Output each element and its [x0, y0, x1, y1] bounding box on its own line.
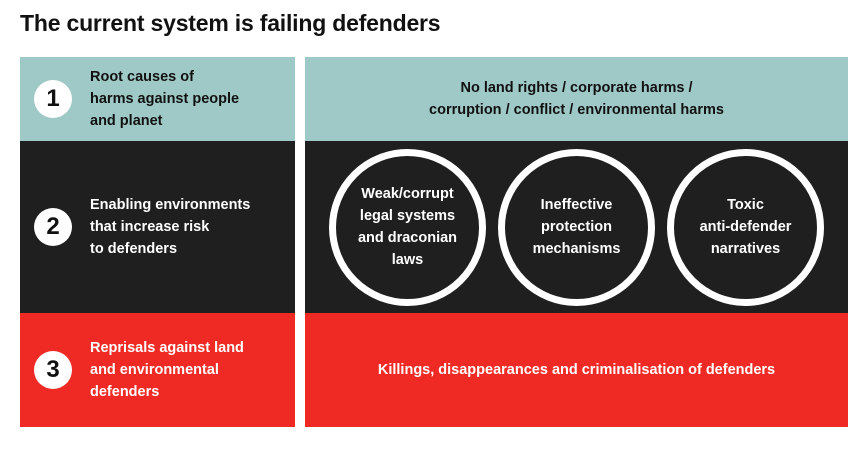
factor-circle-narratives: Toxic anti-defender narratives — [667, 148, 824, 306]
row-1-label: Root causes of harms against people and … — [90, 69, 240, 129]
page-title: The current system is failing defenders — [20, 10, 441, 36]
row-3-label-cell: 3 Reprisals against land and environment… — [20, 313, 295, 427]
step-number-badge: 1 — [34, 80, 72, 118]
row-1-detail-cell: No land rights / corporate harms / corru… — [305, 57, 848, 141]
row-3-detail: Killings, disappearances and criminalisa… — [377, 362, 776, 378]
step-number-badge: 3 — [34, 351, 72, 389]
row-1-detail: No land rights / corporate harms / corru… — [429, 80, 724, 118]
step-number-badge: 2 — [34, 208, 72, 246]
row-2-label: Enabling environments that increase risk… — [90, 197, 251, 257]
row-3-detail-cell: Killings, disappearances and criminalisa… — [305, 313, 848, 427]
row-2-label-cell: 2 Enabling environments that increase ri… — [20, 141, 295, 313]
row-3-label: Reprisals against land and environmental… — [90, 340, 244, 400]
factor-circle-legal-systems: Weak/corrupt legal systems and draconian… — [329, 148, 486, 306]
factor-circles: Weak/corrupt legal systems and draconian… — [329, 148, 824, 306]
factor-circle-protection: Ineffective protection mechanisms — [498, 148, 655, 306]
row-2-detail-cell: Weak/corrupt legal systems and draconian… — [305, 141, 848, 313]
row-1-label-cell: 1 Root causes of harms against people an… — [20, 57, 295, 141]
